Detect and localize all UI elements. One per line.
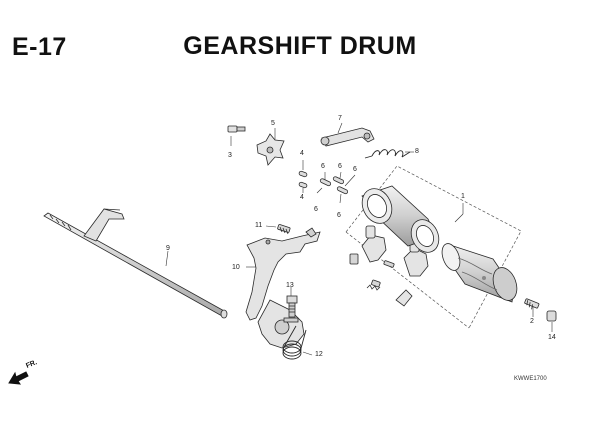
callout-10: 10 [232, 264, 240, 271]
gearshift-arm-plate [245, 227, 321, 349]
callout-4-lower: 4 [300, 194, 304, 201]
callout-6a: 6 [321, 163, 325, 170]
gearshift-drum-center [256, 133, 285, 166]
drum-pin-and-cap [524, 298, 557, 322]
callout-6b: 6 [338, 163, 342, 170]
gearshift-spindle [43, 208, 228, 319]
gearshift-drum [441, 243, 518, 303]
guide-pins [319, 176, 349, 195]
callout-14: 14 [548, 334, 556, 341]
leader-lines [165, 122, 553, 356]
front-direction-arrow [8, 371, 29, 385]
callout-6d: 6 [314, 206, 318, 213]
callout-1: 1 [461, 193, 465, 200]
shift-drum-upper [361, 185, 440, 253]
callout-6e: 6 [337, 212, 341, 219]
callout-4-upper: 4 [300, 150, 304, 157]
drum-bolt [227, 125, 246, 133]
callout-2: 2 [530, 318, 534, 325]
section-code: E-17 [12, 33, 67, 61]
callout-5: 5 [271, 120, 275, 127]
diagram-reference-code: KWWE1700 [514, 376, 547, 382]
callout-3: 3 [228, 152, 232, 159]
stopper-arm-spring [364, 149, 411, 159]
shift-arm-spring-pin [277, 224, 291, 235]
callout-13: 13 [286, 282, 294, 289]
callout-8: 8 [415, 148, 419, 155]
callout-9: 9 [166, 245, 170, 252]
return-spring [282, 325, 307, 360]
page-title: GEARSHIFT DRUM [183, 32, 417, 60]
callout-7: 7 [338, 115, 342, 122]
callout-6c: 6 [353, 166, 357, 173]
dowel-pins [298, 170, 308, 189]
arm-pivot-bolt [283, 295, 299, 323]
callout-12: 12 [315, 351, 323, 358]
drum-stopper-arm [320, 127, 375, 147]
drum-small-spring [366, 284, 381, 291]
callout-11: 11 [255, 222, 263, 229]
